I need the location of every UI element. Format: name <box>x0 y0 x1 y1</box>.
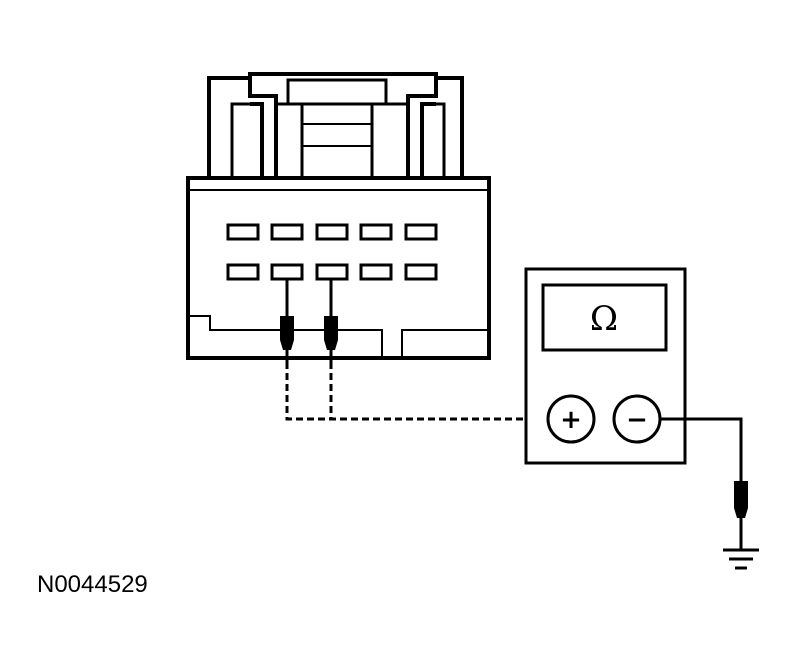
test-probe-right <box>324 279 338 362</box>
connector-cavity-row-top <box>226 223 438 241</box>
ground-symbol-icon <box>723 548 759 570</box>
connector-locking-tab <box>207 72 464 182</box>
negative-sign: − <box>626 405 648 435</box>
ground-lead <box>660 417 748 550</box>
meter-display <box>541 283 668 352</box>
positive-sign: + <box>560 405 582 435</box>
connector <box>186 72 491 360</box>
ohm-symbol: Ω <box>590 299 618 339</box>
connector-cavity-row-bottom <box>226 263 438 281</box>
figure-id: N0044529 <box>37 571 148 598</box>
meter-negative-terminal: − <box>612 394 662 444</box>
meter-positive-terminal: + <box>546 394 596 444</box>
dashed-test-lead <box>285 362 548 421</box>
multimeter: Ω + − <box>524 267 687 465</box>
test-probe-left <box>280 279 294 362</box>
